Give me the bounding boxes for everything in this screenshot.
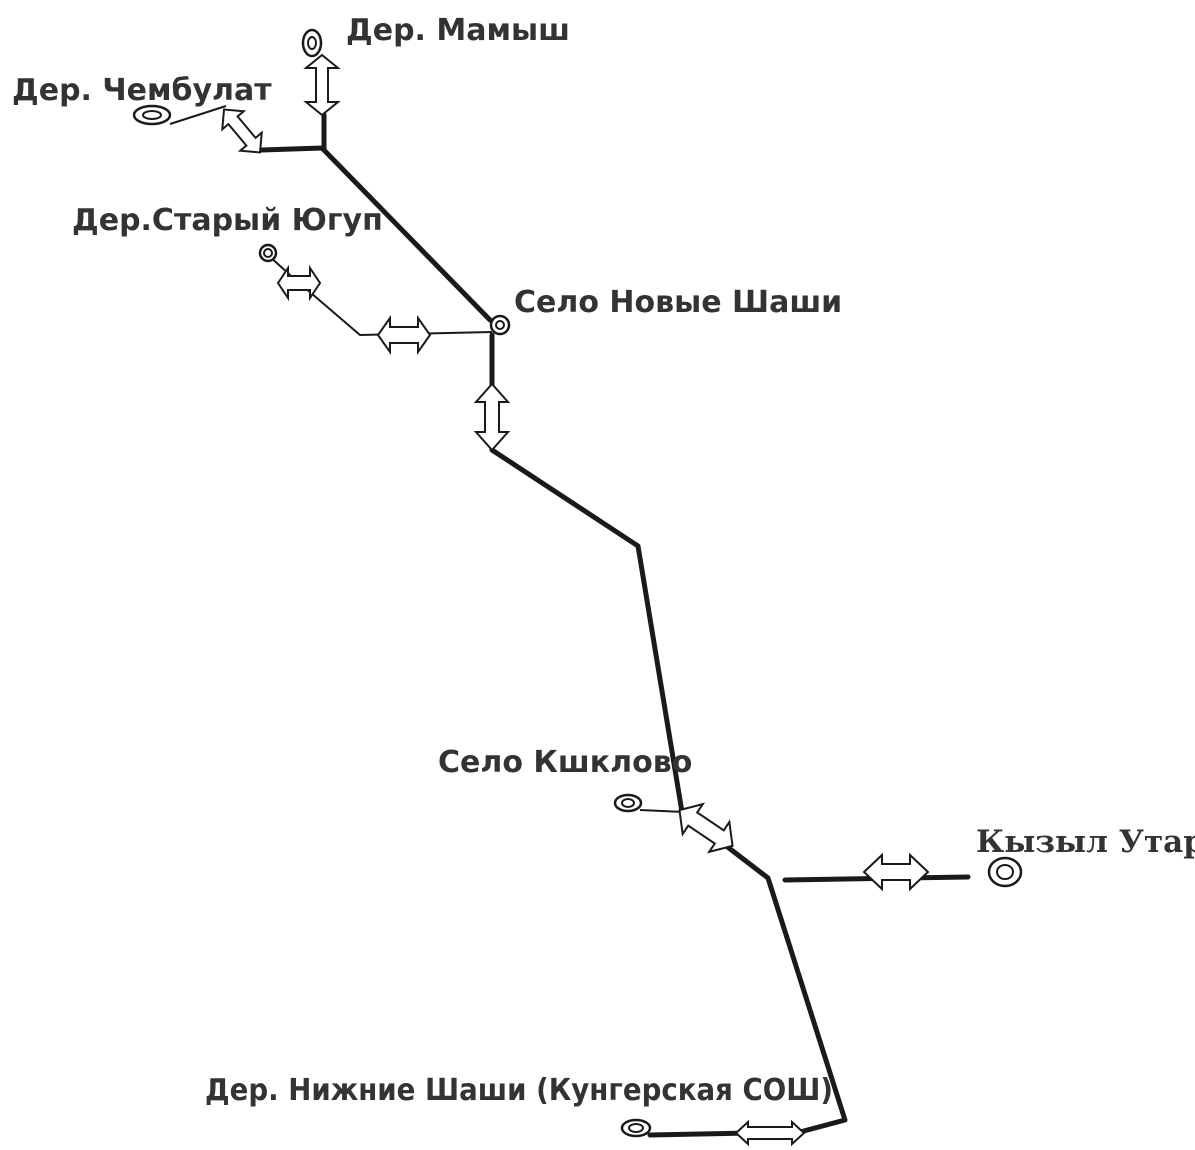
route-arrow-mamysh	[303, 53, 341, 117]
label-chembulat: Дер. Чембулат	[12, 73, 272, 108]
label-nizhnie-shashi: Дер. Нижние Шаши (Кунгерская СОШ)	[205, 1073, 833, 1108]
route-arrow-stary-yugup-1	[276, 264, 322, 302]
settlement-icon-chembulat	[132, 104, 172, 126]
route-arrow-nizhnie-shashi	[734, 1119, 806, 1147]
settlement-icon-kshklovo	[613, 793, 643, 813]
settlement-icon-mamysh	[301, 28, 323, 58]
label-mamysh: Дер. Мамыш	[346, 13, 570, 48]
settlement-icon-nizhnie-shashi	[620, 1118, 652, 1138]
label-stary-yugup: Дер.Старый Югуп	[72, 203, 383, 238]
label-kshklovo: Село Кшклово	[438, 745, 692, 780]
route-arrow-kyzyl-utar	[862, 852, 930, 892]
chembulat-road	[169, 105, 227, 125]
stary-yugup-road	[267, 254, 493, 337]
label-novye-shashi: Село Новые Шаши	[514, 285, 842, 320]
route-arrow-stary-yugup-2	[376, 314, 432, 356]
settlement-icon-novye-shashi	[489, 314, 511, 336]
route-arrow-novye-shashi	[473, 382, 511, 452]
route-arrow-chembulat	[221, 108, 263, 154]
label-kyzyl-utar: Кызыл Утар	[976, 824, 1195, 860]
settlement-icon-kyzyl-utar	[987, 856, 1023, 888]
kshklovo-road	[639, 809, 685, 813]
route-arrow-kshklovo	[678, 802, 734, 854]
main-route-lower	[489, 332, 848, 1138]
settlement-icon-stary-yugup	[258, 243, 278, 263]
